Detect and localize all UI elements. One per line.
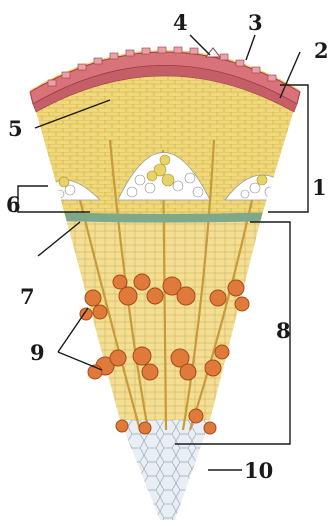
label-3: 3 — [248, 10, 263, 35]
label-2: 2 — [314, 38, 329, 63]
label-5: 5 — [8, 116, 23, 141]
label-6: 6 — [6, 192, 21, 217]
label-4: 4 — [173, 10, 188, 35]
label-8: 8 — [276, 318, 291, 343]
label-10: 10 — [244, 458, 273, 483]
label-9: 9 — [30, 340, 45, 365]
label-1: 1 — [312, 175, 327, 200]
label-7: 7 — [20, 284, 35, 309]
